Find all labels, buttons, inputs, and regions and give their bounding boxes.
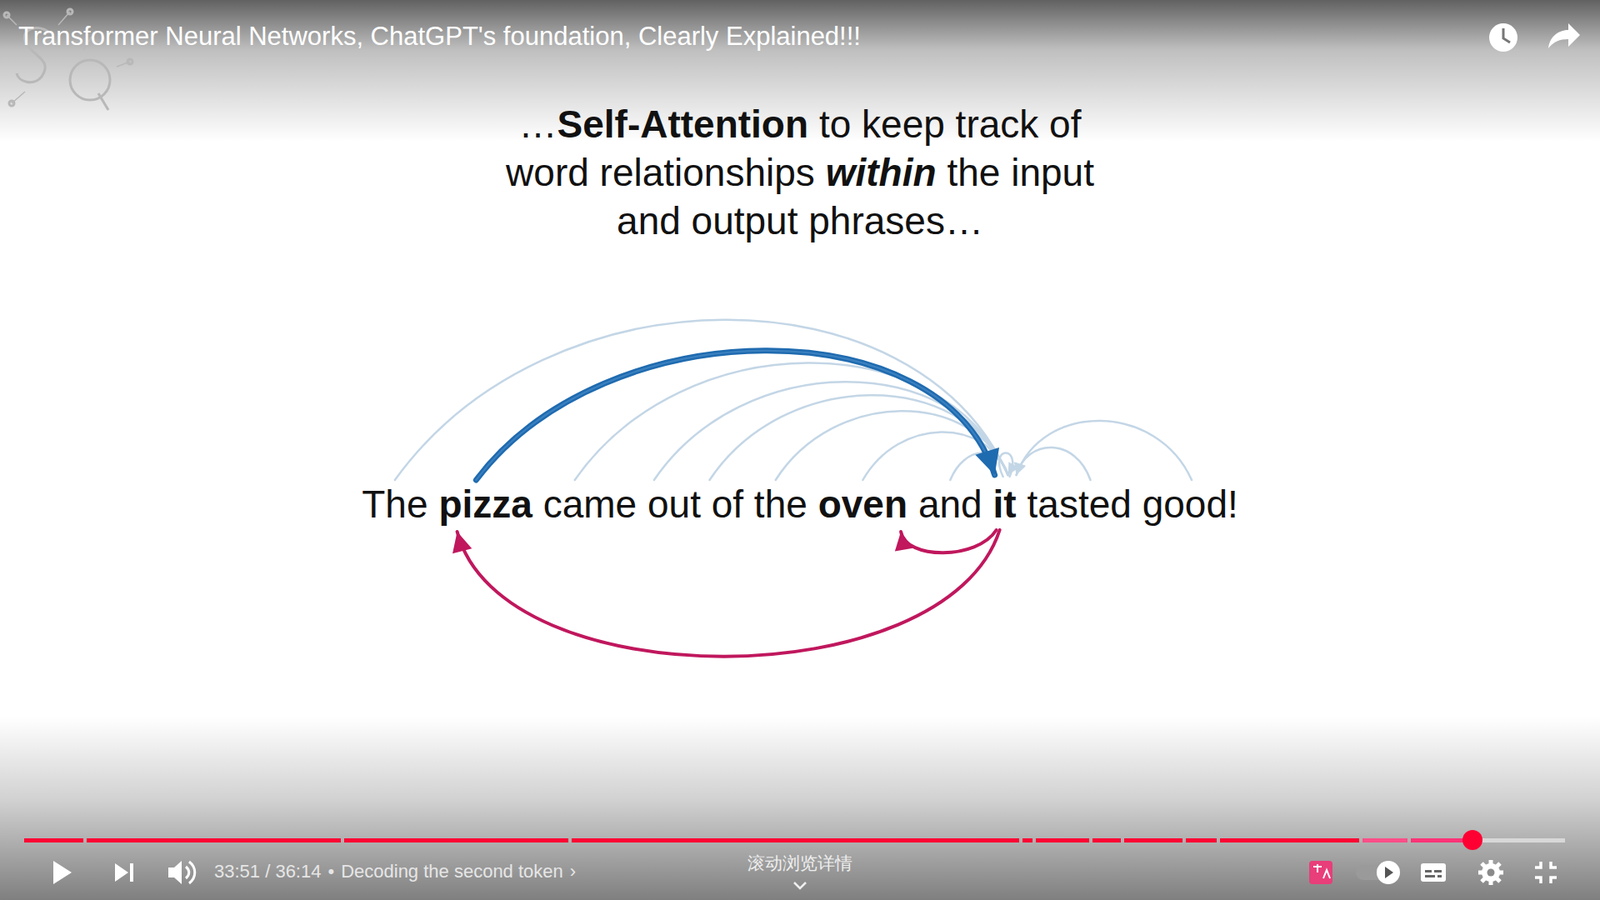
- reference-arrowhead: [895, 531, 914, 552]
- heading-line: word relationshipswithinthe input: [0, 148, 1600, 197]
- volume-icon: [168, 860, 195, 885]
- heading-text: word relationships: [505, 148, 815, 197]
- faint-attention-arc: [395, 320, 1009, 480]
- heading-line: and output phrases…: [0, 196, 1600, 245]
- faint-attention-arc: [1016, 447, 1091, 480]
- faint-attention-arc: [775, 410, 1009, 480]
- video-title: Transformer Neural Networks, ChatGPT's f…: [18, 21, 861, 52]
- chevron-down: [794, 882, 806, 889]
- example-sentence: The pizza came out of the ovenandit tasted g…: [0, 485, 1600, 524]
- share-icon: [1548, 23, 1580, 49]
- sentence-word: came out of the: [543, 485, 808, 524]
- next-icon: [115, 863, 134, 882]
- strong-attention-arrow: [475, 350, 995, 480]
- slide-heading: …Self-Attentionto keep track ofword rela…: [0, 100, 1600, 245]
- heading-text: to keep track of: [819, 100, 1082, 149]
- chapter-chevron: ›: [570, 860, 576, 883]
- time-chapter: 33:51 / 36:14 •Decoding the second token ›: [214, 860, 583, 883]
- sentence-word: it: [993, 485, 1017, 524]
- subtitles-icon: [1420, 863, 1446, 882]
- heading-text: and output phrases…: [616, 196, 984, 245]
- reference-arrow: [457, 530, 1000, 657]
- strong-arrowhead: [975, 447, 1000, 475]
- heading-line: …Self-Attentionto keep track of: [0, 100, 1600, 149]
- translate-icon: [1309, 860, 1333, 885]
- sentence-word: tasted good!: [1027, 485, 1239, 524]
- time-display: 33:51 / 36:14: [214, 860, 321, 883]
- scroll-hint-text: 滚动浏览详情: [747, 853, 853, 873]
- sentence-word: pizza: [438, 485, 532, 524]
- autoplay-toggle: [1355, 860, 1400, 885]
- faint-attention-arc: [1016, 420, 1192, 480]
- watch-later-icon: [1489, 23, 1518, 52]
- sentence-word: oven: [818, 485, 908, 524]
- settings-icon: [1478, 860, 1504, 885]
- heading-text: …: [519, 100, 558, 149]
- faint-attention-arc: [709, 395, 1008, 480]
- play-icon: [53, 860, 72, 885]
- faint-attention-arc: [575, 362, 1009, 480]
- progress-bar: [24, 830, 1565, 850]
- heading-text: the input: [946, 148, 1094, 197]
- sentence-word: and: [918, 485, 983, 524]
- faint-arrowhead: [1008, 461, 1020, 475]
- chapter-title: Decoding the second token: [340, 860, 564, 883]
- faint-attention-arc: [654, 381, 1009, 480]
- separator-dot: •: [327, 860, 335, 883]
- strong-attention-texture: [475, 350, 995, 480]
- faint-attention-arc: [862, 431, 1008, 480]
- reference-arrowhead: [452, 531, 472, 554]
- fullscreen-exit-icon: [1535, 861, 1557, 884]
- sentence-word: The: [361, 485, 428, 524]
- reference-arrow: [900, 530, 997, 553]
- scroll-hint: 滚动浏览详情: [0, 851, 1600, 875]
- heading-text: within: [825, 148, 937, 197]
- heading-text: Self-Attention: [557, 100, 810, 149]
